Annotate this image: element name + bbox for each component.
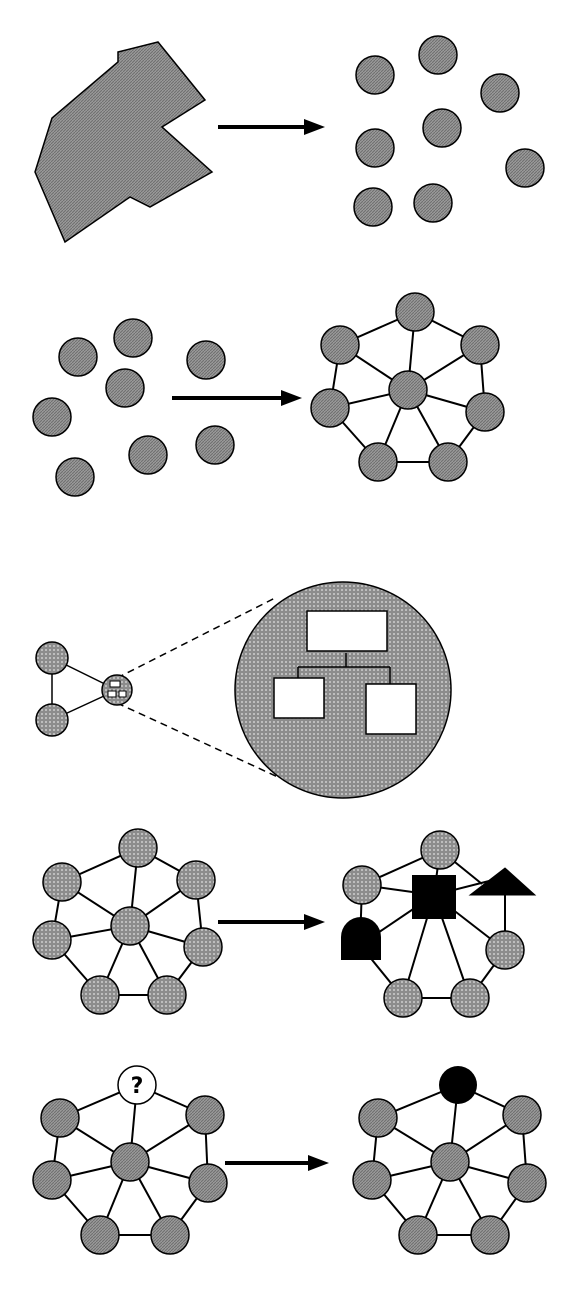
node — [183, 927, 223, 967]
square-node — [412, 875, 456, 919]
network-graph — [352, 1066, 547, 1255]
node — [105, 368, 145, 408]
node — [195, 425, 235, 465]
node — [355, 55, 395, 95]
node-hub — [430, 1142, 470, 1182]
component-box-top — [306, 610, 388, 652]
node — [55, 457, 95, 497]
node — [80, 975, 120, 1015]
right-arrow-icon — [225, 1155, 329, 1171]
node — [460, 325, 500, 365]
specialized-graph — [341, 830, 537, 1018]
right-arrow-icon — [218, 119, 325, 135]
node — [383, 978, 423, 1018]
scattered-nodes — [353, 35, 545, 227]
node — [32, 920, 72, 960]
zoomed-node-detail — [234, 581, 452, 799]
node — [507, 1163, 547, 1203]
node — [176, 860, 216, 900]
panel-infer: ? — [32, 1065, 547, 1255]
unknown-node: ? — [117, 1065, 157, 1105]
node — [35, 703, 69, 737]
node — [188, 1163, 228, 1203]
triangle-node — [468, 867, 537, 896]
node — [186, 340, 226, 380]
node-hub — [388, 370, 428, 410]
question-mark: ? — [131, 1074, 144, 1099]
node — [310, 388, 350, 428]
panel-zoom — [35, 581, 452, 799]
node — [358, 442, 398, 482]
node-hub — [110, 906, 150, 946]
node — [505, 148, 545, 188]
node — [465, 392, 505, 432]
node — [352, 1160, 392, 1200]
node — [40, 1098, 80, 1138]
panel-connect — [32, 292, 505, 497]
node — [113, 318, 153, 358]
node — [422, 108, 462, 148]
component-box-right — [365, 683, 417, 735]
node — [320, 325, 360, 365]
node — [428, 442, 468, 482]
node — [80, 1215, 120, 1255]
node — [128, 435, 168, 475]
node — [485, 930, 525, 970]
node — [413, 183, 453, 223]
right-arrow-icon — [172, 390, 302, 406]
node — [342, 865, 382, 905]
node-hub — [110, 1142, 150, 1182]
node — [32, 1160, 72, 1200]
semicircle-node — [341, 917, 381, 960]
node — [185, 1095, 225, 1135]
node — [395, 292, 435, 332]
network-graph — [310, 292, 505, 482]
node — [35, 641, 69, 675]
node — [32, 397, 72, 437]
component-box-left — [273, 677, 325, 719]
node — [398, 1215, 438, 1255]
blob-shape — [34, 41, 214, 244]
node — [358, 1098, 398, 1138]
panel-specialize — [32, 828, 537, 1018]
node — [502, 1095, 542, 1135]
node — [42, 862, 82, 902]
node — [118, 828, 158, 868]
node — [480, 73, 520, 113]
scattered-nodes — [32, 318, 235, 497]
node — [450, 978, 490, 1018]
node — [353, 187, 393, 227]
network-graph: ? — [32, 1065, 228, 1255]
right-arrow-icon — [218, 914, 325, 930]
zoomed-node-small — [101, 674, 133, 706]
node — [355, 128, 395, 168]
node — [418, 35, 458, 75]
node — [470, 1215, 510, 1255]
node — [420, 830, 460, 870]
node — [150, 1215, 190, 1255]
panel-decompose — [34, 35, 545, 244]
node — [58, 337, 98, 377]
node — [147, 975, 187, 1015]
inferred-node — [439, 1066, 477, 1104]
network-graph — [32, 828, 223, 1015]
